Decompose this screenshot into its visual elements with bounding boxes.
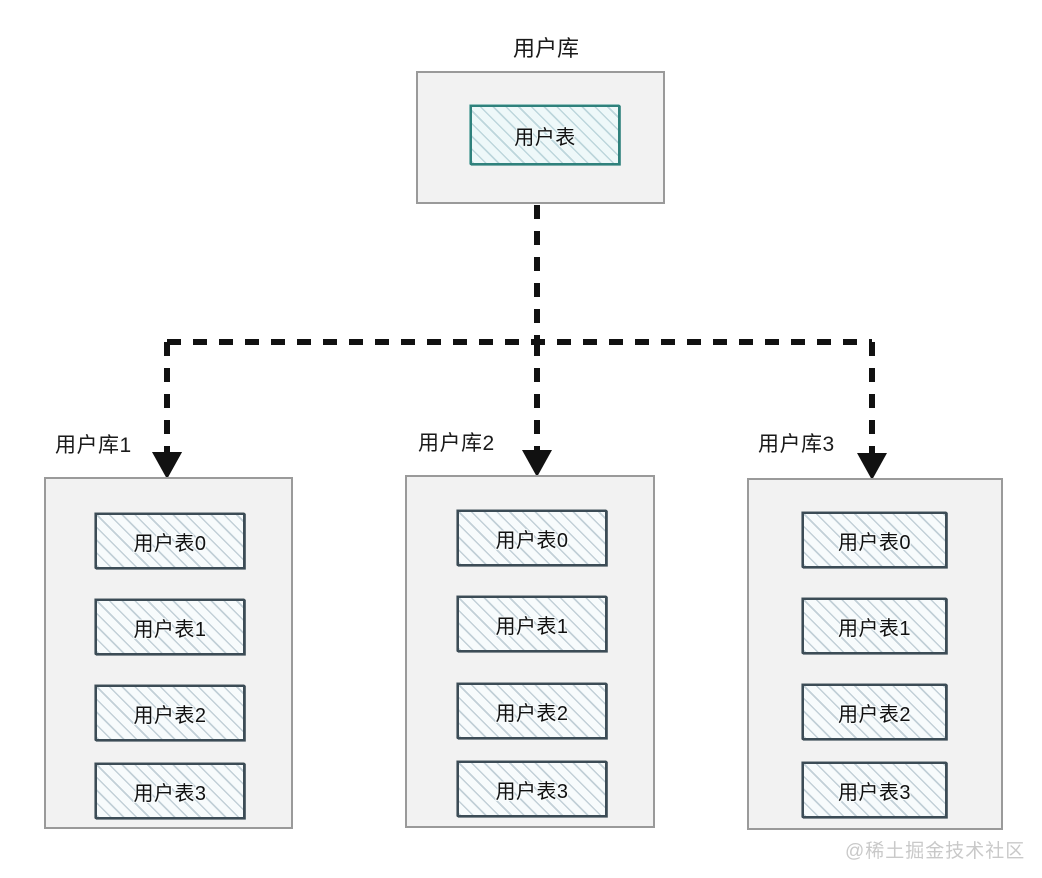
shard-label-1: 用户库1: [55, 434, 132, 457]
table-label: 用户表2: [495, 702, 569, 725]
table-chip[interactable]: 用户表0: [802, 512, 947, 568]
shard-label-3: 用户库3: [758, 433, 835, 456]
table-label: 用户表1: [133, 618, 207, 641]
shard-database-box-3: 用户表0 用户表1 用户表2 用户表3: [747, 478, 1003, 830]
arrowhead-shard-1: [152, 452, 182, 479]
shard-database-box-1: 用户表0 用户表1 用户表2 用户表3: [44, 477, 293, 829]
table-chip[interactable]: 用户表1: [95, 599, 245, 655]
table-label: 用户表0: [495, 529, 569, 552]
table-label: 用户表0: [133, 532, 207, 555]
table-label: 用户表3: [133, 782, 207, 805]
root-table-chip[interactable]: 用户表: [470, 105, 620, 165]
table-label: 用户表1: [837, 617, 912, 640]
table-label: 用户表0: [837, 531, 912, 554]
table-chip[interactable]: 用户表2: [95, 685, 245, 741]
watermark: @稀土掘金技术社区: [845, 841, 1026, 862]
arrowhead-shard-2: [522, 450, 552, 477]
arrowhead-shard-3: [857, 453, 887, 480]
root-database-box: 用户表: [416, 71, 665, 204]
table-chip[interactable]: 用户表3: [457, 761, 607, 817]
table-label: 用户表2: [837, 703, 912, 726]
table-chip[interactable]: 用户表0: [95, 513, 245, 569]
shard-database-box-2: 用户表0 用户表1 用户表2 用户表3: [405, 475, 655, 828]
table-label: 用户表2: [133, 704, 207, 727]
root-table-label: 用户表: [514, 126, 576, 149]
table-label: 用户表1: [495, 615, 569, 638]
table-chip[interactable]: 用户表3: [802, 762, 947, 818]
table-chip[interactable]: 用户表0: [457, 510, 607, 566]
table-chip[interactable]: 用户表2: [802, 684, 947, 740]
table-chip[interactable]: 用户表1: [457, 596, 607, 652]
table-chip[interactable]: 用户表2: [457, 683, 607, 739]
table-label: 用户表3: [495, 780, 569, 803]
table-label: 用户表3: [837, 781, 912, 804]
arrowhead-shard-1b: [152, 452, 182, 479]
root-title: 用户库: [512, 36, 579, 61]
table-chip[interactable]: 用户表3: [95, 763, 245, 819]
shard-label-2: 用户库2: [418, 432, 495, 455]
table-chip[interactable]: 用户表1: [802, 598, 947, 654]
